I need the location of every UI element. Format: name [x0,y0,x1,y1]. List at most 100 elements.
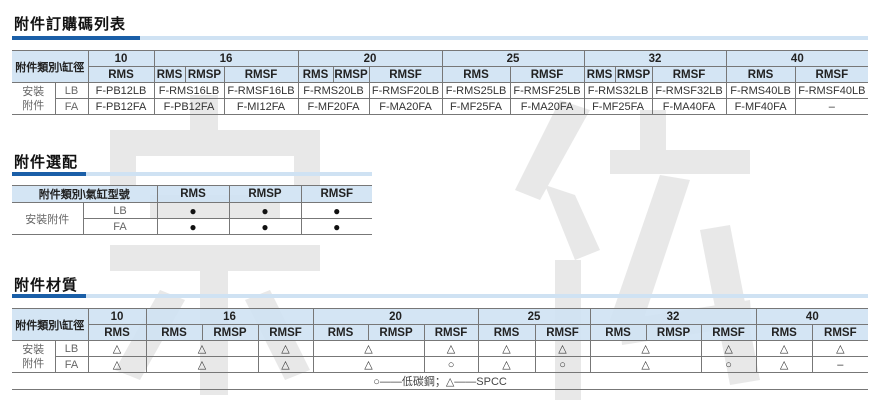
material-cell: △ [589,356,702,373]
code-cell: F-RMSF16LB [223,82,299,99]
corner-header: 附件類別\缸徑 [12,50,89,83]
model-header: RMS [725,66,796,83]
size-header: 20 [312,308,479,325]
material-cell: △ [312,340,425,357]
material-cell: △ [87,356,147,373]
material-cell: ○ [423,356,479,373]
material-cell: △ [477,356,536,373]
availability-dot: ● [300,202,372,219]
availability-dot: ● [156,218,230,235]
code-cell: F-MA40FA [651,98,727,115]
code-cell: F-RMSF20LB [368,82,443,99]
model-header: RMS [583,66,616,83]
model-header: RMS [589,324,647,341]
material-cell: △ [700,340,757,357]
code-cell: F-RMS25LB [441,82,511,99]
table-row: FA ● ● ● [12,218,372,235]
table-row: FA △ △ △ △ ○ △ ○ △ ○ △ – [12,356,869,373]
row-label: FA [55,98,89,115]
row-label: FA [55,356,89,373]
model-header: RMSF [700,324,757,341]
model-header: RMSF [257,324,314,341]
code-cell: F-RMS40LB [725,82,796,99]
material-cell: △ [312,356,425,373]
model-header: RMS [156,185,230,203]
material-cell: △ [589,340,702,357]
model-header: RMS [88,66,155,83]
corner-header: 附件類別\氣缸型號 [12,185,158,203]
material-cell: – [811,356,869,373]
model-header: RMSF [509,66,585,83]
group-label: 安裝附件 [12,82,56,115]
code-cell: F-PB12FA [87,98,155,115]
section-title-material: 附件材質 [14,277,79,294]
model-header: RMSF [300,185,372,203]
material-cell: △ [534,340,591,357]
model-header: RMS [312,324,369,341]
code-cell: F-MA20FA [509,98,585,115]
code-cell: F-MI12FA [223,98,299,115]
material-cell: ○ [700,356,757,373]
material-cell: △ [755,340,813,357]
size-header: 40 [755,308,869,325]
model-header: RMSF [423,324,479,341]
section-divider [12,36,868,40]
material-cell: △ [423,340,479,357]
options-table: 附件類別\氣缸型號 RMS RMSP RMSF 安裝附件 LB ● ● ● FA… [12,185,372,235]
size-header: 25 [477,308,591,325]
code-cell: F-MF25FA [441,98,511,115]
code-cell: F-MA20FA [368,98,443,115]
code-cell: F-RMS32LB [583,82,653,99]
material-cell: △ [477,340,536,357]
model-header: RMSP [332,66,370,83]
model-header: RMS [145,324,203,341]
section-title-order-codes: 附件訂購碼列表 [14,16,127,33]
model-header: RMS [153,66,186,83]
group-label-line: 安裝 [22,343,45,356]
material-cell: △ [145,356,259,373]
code-cell: F-PB12FA [153,98,225,115]
group-label-line: 附件 [22,357,45,370]
material-cell: △ [755,356,813,373]
model-header: RMS [755,324,813,341]
availability-dot: ● [228,218,302,235]
size-header: 25 [441,50,585,67]
code-cell: F-RMS20LB [297,82,370,99]
model-header: RMS [297,66,334,83]
code-cell: F-PB12LB [87,82,155,99]
material-cell: △ [257,340,314,357]
size-header: 10 [87,50,155,67]
model-header: RMS [441,66,511,83]
group-label: 安裝附件 [12,202,84,235]
size-header: 16 [145,308,314,325]
material-cell: △ [811,340,869,357]
code-cell: F-MF40FA [725,98,796,115]
size-header: 16 [153,50,299,67]
table-row: 安裝附件 LB ● ● ● [12,202,372,235]
model-header: RMSF [223,66,299,83]
row-label: LB [54,82,89,99]
table-row: 安裝附件 LB △ △ △ △ △ △ △ △ △ △ △ [12,340,869,373]
model-header: RMSP [228,185,302,203]
availability-dot: ● [228,202,302,219]
model-header: RMSP [367,324,425,341]
row-label: LB [82,202,158,219]
availability-dot: ● [156,202,230,219]
model-header: RMSP [645,324,702,341]
model-header: RMSF [534,324,591,341]
material-table: 附件類別\缸徑 10 16 20 25 32 40 RMS RMS RMSP R… [12,308,869,390]
section-divider [12,172,372,176]
code-cell: F-RMS16LB [153,82,225,99]
model-header: RMS [88,324,147,341]
material-cell: ○ [534,356,591,373]
corner-header: 附件類別\缸徑 [12,308,89,341]
size-header: 32 [589,308,757,325]
code-cell: – [794,98,869,115]
size-header: 20 [297,50,443,67]
code-cell: F-MF25FA [583,98,653,115]
size-header: 40 [725,50,869,67]
size-header: 10 [87,308,147,325]
order-codes-table: 附件類別\缸徑 10 16 20 25 32 40 RMS RMS RMSP R… [12,50,869,115]
row-label: FA [83,218,158,235]
row-label: LB [54,340,89,357]
